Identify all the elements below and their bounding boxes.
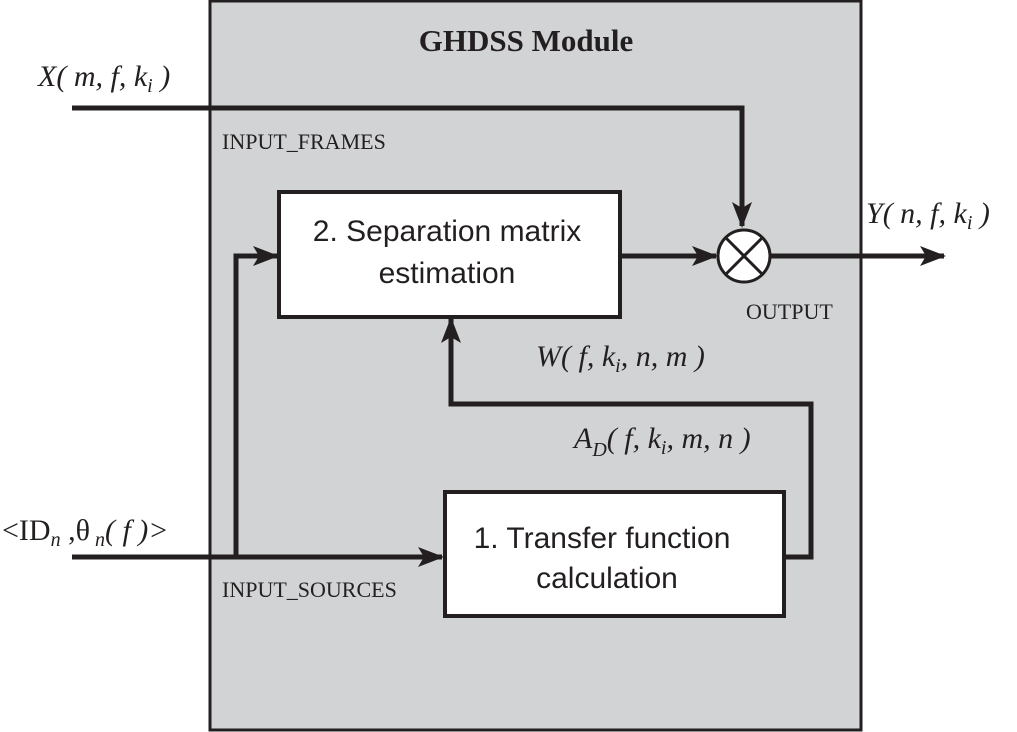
x-input-signal-label: X( m, f, ki ) xyxy=(37,60,170,97)
transfer-block-line1: 1. Transfer function xyxy=(474,522,731,555)
module-title: GHDSS Module xyxy=(419,23,633,58)
transfer-block-line2: calculation xyxy=(536,562,678,595)
separation-matrix-block: 2. Separation matrix estimation xyxy=(277,190,622,319)
w-matrix-signal-label: W( f, ki, n, m ) xyxy=(536,340,705,377)
source-branch-arrow xyxy=(233,246,279,557)
a-transfer-signal-label: AD( f, ki, m, n ) xyxy=(572,422,751,461)
source-info-signal-label: <IDn ,θ n( f )> xyxy=(2,514,169,551)
transfer-function-block: 1. Transfer function calculation xyxy=(443,490,786,618)
y-output-signal-label: Y( n, f, ki ) xyxy=(866,197,990,234)
separation-block-line2: estimation xyxy=(379,257,516,290)
multiplier-operator xyxy=(716,228,772,284)
output-label: OUTPUT xyxy=(746,299,833,324)
transfer-to-separation-arrow xyxy=(441,317,814,560)
input-frames-label: INPUT_FRAMES xyxy=(222,129,386,154)
input-sources-label: INPUT_SOURCES xyxy=(222,577,397,602)
x-input-arrow xyxy=(72,105,752,228)
separation-block-line1: 2. Separation matrix xyxy=(313,215,581,248)
